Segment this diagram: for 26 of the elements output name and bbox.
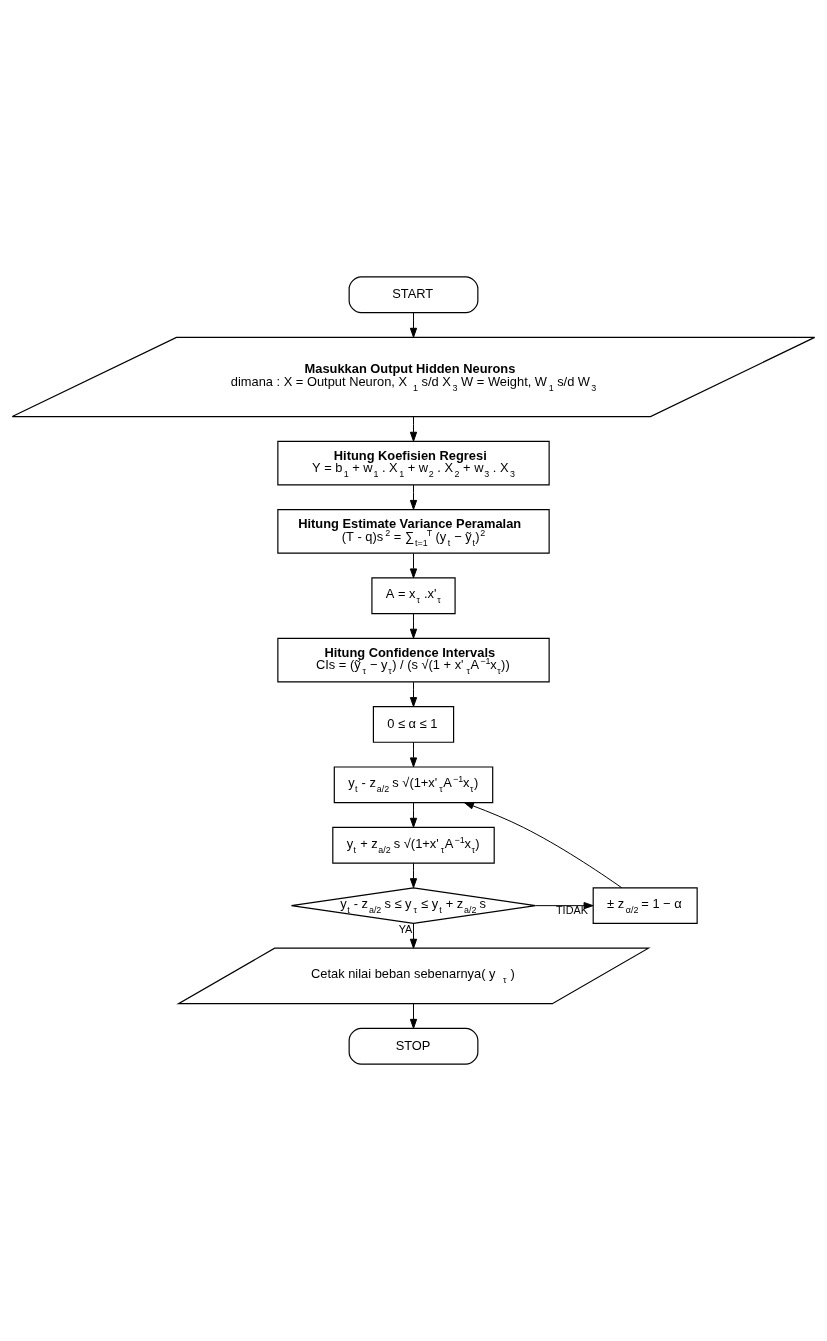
node-diamond: y$_{t}$ - z$_{a/2}$ s ≤ y$_{τ}$ ≤ y$_{t}$ + z$_{a/2}$ s <box>290 887 537 925</box>
arrow <box>535 902 594 910</box>
arrow <box>409 741 418 768</box>
node-box: A = x$_{τ}$ .x'$_{τ}$ <box>371 577 456 615</box>
edge-label: YA <box>398 922 413 935</box>
arrow <box>409 1003 418 1029</box>
arrow <box>464 802 623 889</box>
node-box: y$_{t}$ + z$_{a/2}$ s √(1+x'$_{τ}$A$^{−1}$x$_{τ}$) <box>332 826 495 864</box>
edge-label: TIDAK <box>555 904 588 917</box>
arrow <box>409 681 418 707</box>
arrow <box>409 553 418 579</box>
node-box: 0 ≤ α ≤ 1 <box>372 706 455 743</box>
node-box: STOP <box>348 1027 479 1065</box>
arrow <box>409 416 418 442</box>
node-box: ± z$_{α/2}$ = 1 − α <box>592 887 698 925</box>
node-box: Hitung Confidence Intervals CIs = (ỹ$_{τ}$ − y$_{τ}$) / (s √(1 + x'$_{τ}$A$^{−1}$x$_{τ}$)) <box>277 637 550 683</box>
node-box: Hitung Estimate Variance Peramalan (T - q)s$^{2}$ = ∑$_{t=1}$$^{T}$ (y$_{t}$ − ỹ$_{t}$)$^{2}$ <box>277 509 550 554</box>
arrow <box>409 802 418 828</box>
arrow <box>409 862 418 889</box>
arrow <box>409 613 418 639</box>
arrow <box>409 484 418 510</box>
node-box: y$_{t}$ - z$_{a/2}$ s √(1+x'$_{τ}$A$^{−1}$x$_{τ}$) <box>333 766 494 804</box>
node-box: Hitung Koefisien Regresi Y = b$_{1}$ + w$_{1}$ . X$_{1}$ + w$_{2}$ . X$_{2}$ + w$_{3}$ . X$_{3}$ <box>277 440 550 486</box>
node-box: START <box>348 276 479 314</box>
arrow <box>409 923 418 949</box>
arrow <box>409 312 418 338</box>
